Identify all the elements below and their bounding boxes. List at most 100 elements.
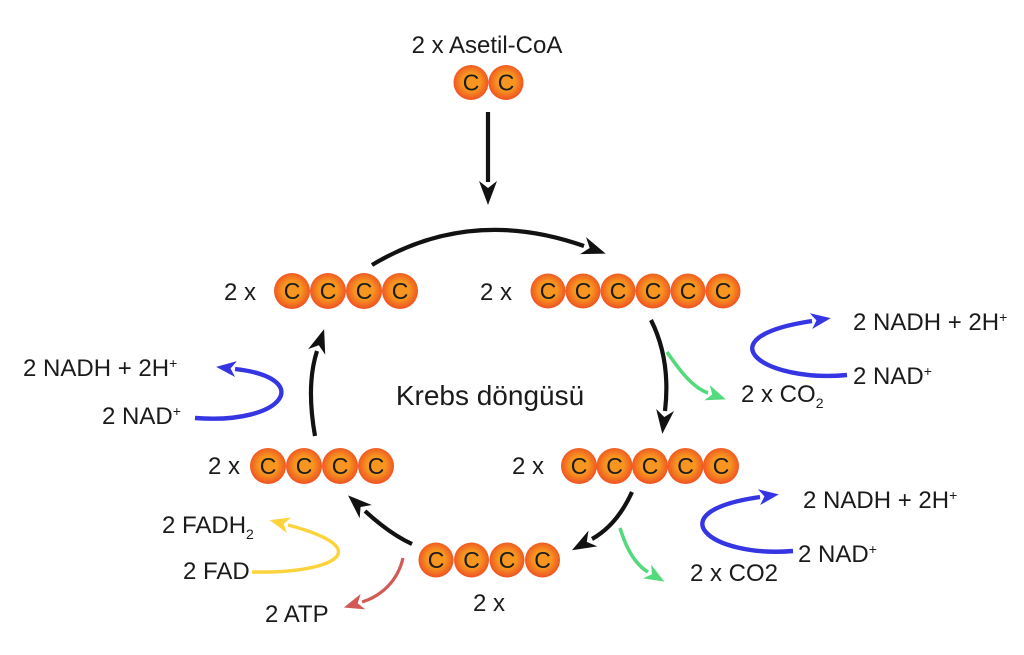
- cycle-arrow-bottom-right: [571, 491, 634, 551]
- carbon-chain-bottom: C C C C 2 x: [418, 542, 560, 617]
- fadh2-label: 2 FADH2: [162, 512, 254, 542]
- fad-fadh2-arrow: [251, 517, 341, 574]
- atp-label: 2 ATP: [265, 601, 329, 628]
- nad-sup: +: [869, 541, 877, 557]
- carbon-chain-left: 2 x C C C C: [208, 448, 394, 484]
- carbon-label: C: [680, 278, 697, 304]
- carbon-label: C: [645, 278, 662, 304]
- co2-label-top: 2 x CO2: [741, 381, 824, 411]
- carbon-circle: [565, 273, 601, 309]
- carbon-label: C: [715, 278, 732, 304]
- nadh-text: 2 NADH + 2H: [853, 309, 999, 336]
- carbon-label: C: [463, 547, 480, 573]
- carbon-label: C: [571, 453, 588, 479]
- co2-arrow-top: [665, 350, 726, 401]
- carbon-circle: [703, 448, 739, 484]
- nad-label-right-top: 2 NAD+: [853, 363, 932, 390]
- carbon-circle: [250, 448, 286, 484]
- co2-sub: 2: [816, 395, 824, 411]
- carbon-label: C: [284, 278, 301, 304]
- carbon-label: C: [260, 453, 277, 479]
- cycle-arrow-top: [370, 227, 606, 267]
- carbon-label: C: [540, 278, 557, 304]
- nad-sup: +: [173, 403, 181, 419]
- nadh-sup: +: [999, 309, 1007, 325]
- carbon-label: C: [713, 453, 730, 479]
- cycle-arrow-bottom-left: [348, 495, 413, 546]
- carbon-label: C: [499, 547, 516, 573]
- carbon-label: C: [575, 278, 592, 304]
- carbon-circle: [596, 448, 633, 484]
- carbon-label: C: [356, 278, 373, 304]
- nad-text: 2 NAD: [798, 541, 869, 568]
- carbon-circle: [346, 273, 382, 309]
- co2-text: 2 x CO: [741, 381, 816, 408]
- carbon-circle: [525, 542, 560, 578]
- carbon-circle: [310, 273, 346, 309]
- carbon-circle: [322, 448, 358, 484]
- atp-arrow: [343, 557, 405, 610]
- nad-label-left: 2 NAD+: [102, 403, 181, 430]
- cycle-arrow-right: [649, 319, 675, 434]
- carbon-chain-right: 2 x C C C C C: [512, 448, 739, 484]
- acetyl-coa-label: 2 x Asetil-CoA: [412, 32, 563, 59]
- carbon-label: C: [392, 278, 409, 304]
- carbon-circle: [454, 542, 489, 578]
- nadh-text: 2 NADH + 2H: [23, 355, 169, 382]
- carbon-label: C: [320, 278, 337, 304]
- carbon-chain-acetyl: C C: [453, 65, 524, 100]
- nadh-sup: +: [169, 355, 177, 371]
- carbon-label: C: [677, 453, 694, 479]
- nadh-text: 2 NADH + 2H: [803, 487, 949, 514]
- carbon-circle: [382, 273, 418, 309]
- nad-text: 2 NAD: [853, 363, 924, 390]
- nadh-label-left: 2 NADH + 2H+: [23, 355, 177, 382]
- carbon-label: C: [428, 547, 445, 573]
- fadh2-text: 2 FADH: [162, 512, 246, 539]
- nad-text: 2 NAD: [102, 403, 173, 430]
- carbon-label: C: [296, 453, 313, 479]
- carbon-circle: [286, 448, 322, 484]
- nad-nadh-arrow-right-bottom: [700, 489, 794, 554]
- nad-nadh-arrow-left: [194, 361, 284, 421]
- carbon-label: C: [606, 453, 623, 479]
- carbon-label: C: [534, 547, 551, 573]
- chain-multiplier: 2 x: [480, 279, 512, 306]
- carbon-circle: [561, 448, 597, 484]
- chain-multiplier: 2 x: [512, 453, 544, 480]
- carbon-circle: [667, 448, 704, 484]
- carbon-label: C: [463, 70, 480, 96]
- chain-multiplier: 2 x: [473, 590, 505, 617]
- chain-multiplier: 2 x: [208, 453, 240, 480]
- carbon-circle: [489, 542, 525, 578]
- carbon-label: C: [498, 70, 515, 96]
- carbon-chain-top-right: 2 x C C C C C C: [480, 273, 741, 309]
- nadh-label-right-bottom: 2 NADH + 2H+: [803, 487, 957, 514]
- carbon-circle: [274, 273, 310, 309]
- carbon-circle: [632, 448, 668, 484]
- fad-label: 2 FAD: [183, 558, 250, 585]
- carbon-circle: [635, 273, 671, 309]
- chain-multiplier: 2 x: [224, 279, 256, 306]
- carbon-circle: [705, 273, 741, 309]
- nadh-sup: +: [949, 487, 957, 503]
- carbon-label: C: [332, 453, 349, 479]
- co2-arrow-bottom: [618, 527, 665, 582]
- nad-label-right-bottom: 2 NAD+: [798, 541, 877, 568]
- carbon-circle: [530, 273, 566, 309]
- carbon-chain-top-left: 2 x C C C C: [224, 273, 418, 309]
- carbon-label: C: [368, 453, 385, 479]
- nad-sup: +: [924, 363, 932, 379]
- carbon-label: C: [610, 278, 627, 304]
- carbon-circle: [358, 448, 394, 484]
- carbon-label: C: [642, 453, 659, 479]
- cycle-title: Krebs döngüsü: [396, 380, 584, 411]
- carbon-circle: [418, 542, 454, 578]
- carbon-circle: [453, 65, 489, 100]
- cycle-arrow-left: [308, 329, 326, 437]
- carbon-circle: [488, 65, 524, 100]
- nad-nadh-arrow-right-top: [750, 313, 848, 379]
- nadh-label-right-top: 2 NADH + 2H+: [853, 309, 1007, 336]
- carbon-circle: [600, 273, 636, 309]
